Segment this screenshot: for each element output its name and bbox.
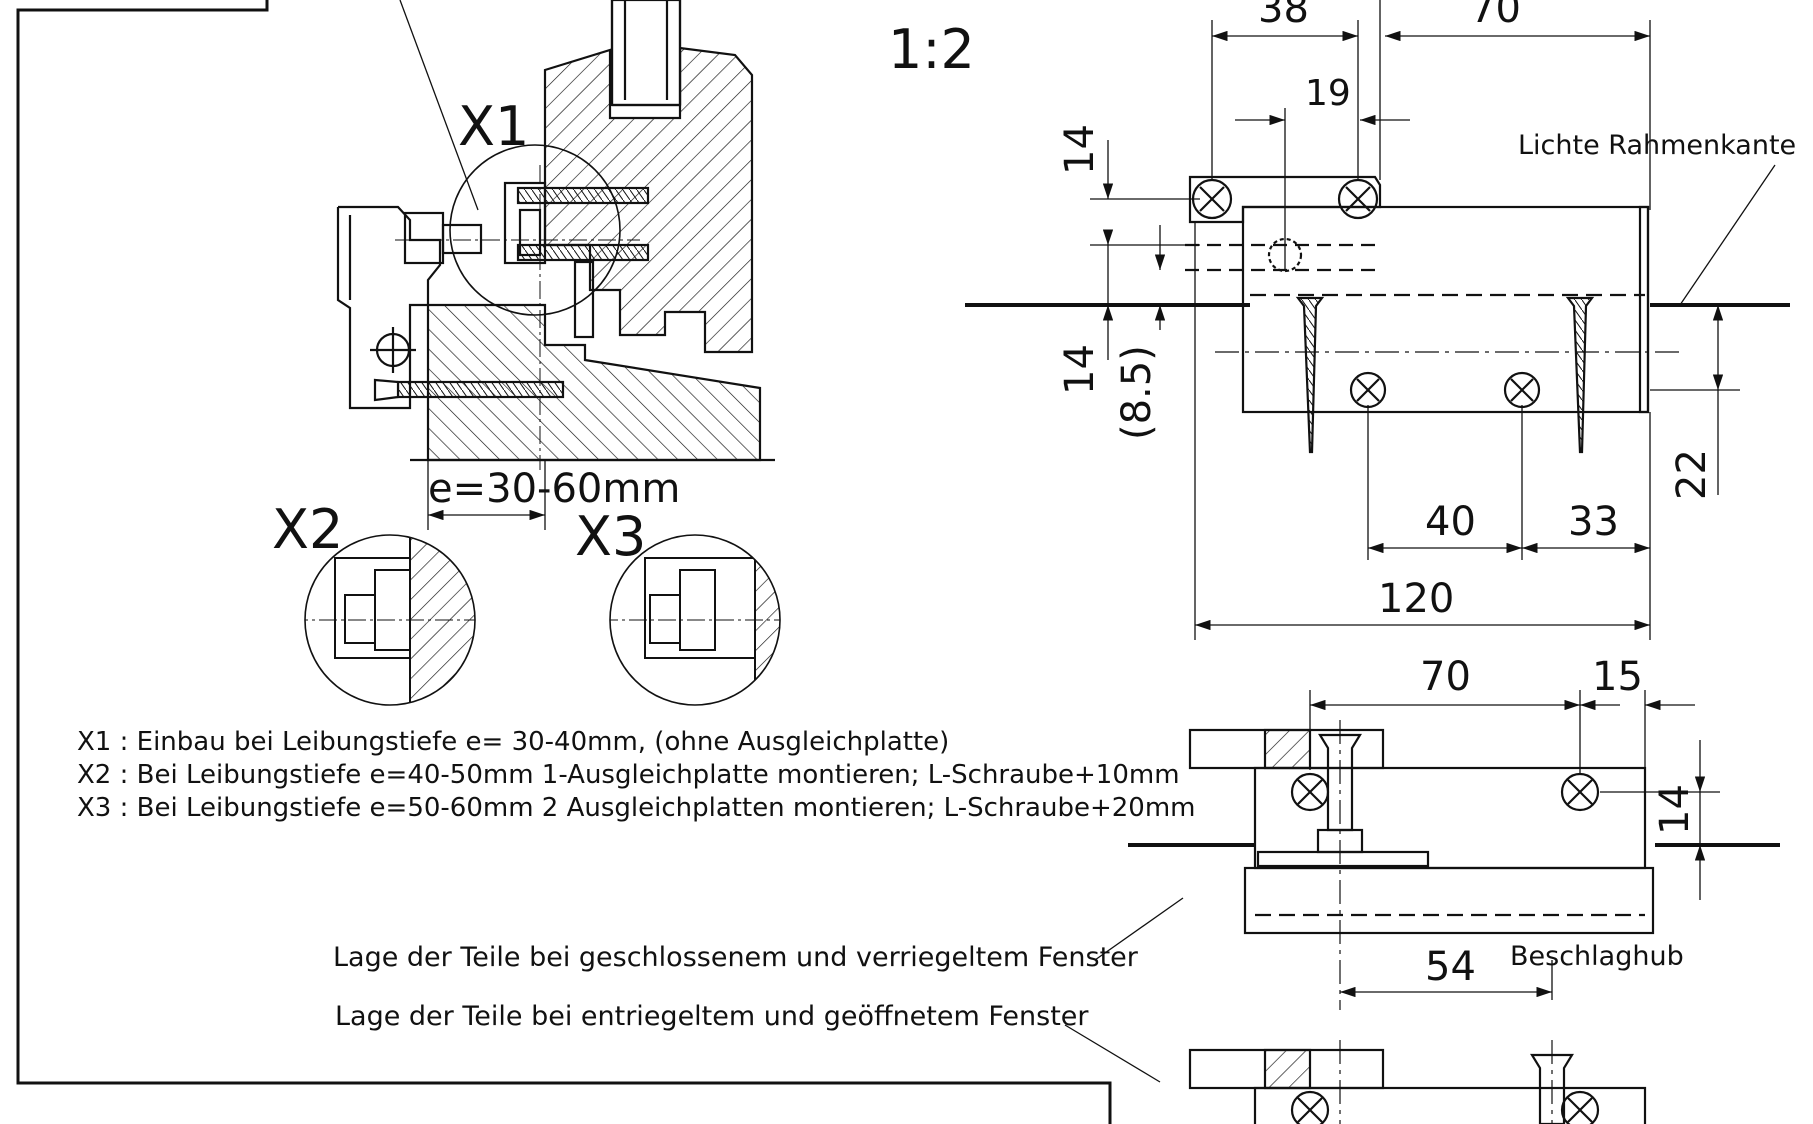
top-view-dimensions [1090,0,1740,640]
side-view-open [1064,1024,1647,1124]
beschlaghub-label: Beschlaghub [1510,941,1684,972]
dim-70-top: 70 [1470,0,1521,32]
scale-label: 1:2 [888,18,975,81]
dim-54: 54 [1425,944,1476,990]
detail-x3 [609,534,781,706]
dim-22: 22 [1669,449,1715,500]
dim-120: 120 [1378,576,1454,622]
dim-15: 15 [1592,654,1643,700]
section-view [336,0,775,530]
top-view [965,164,1790,454]
dim-14-lower: 14 [1057,344,1103,395]
side-view-closed-dimensions [1309,690,1720,1000]
frame [16,0,1112,1124]
dim-8-5: (8.5) [1114,345,1160,440]
detail-label-x3: X3 [575,505,646,568]
leibung-dimension: e=30-60mm [428,466,680,512]
open-position-label: Lage der Teile bei entriegeltem und geöf… [335,1001,1089,1032]
note-x3: X3 : Bei Leibungstiefe e=50-60mm 2 Ausgl… [77,793,1195,823]
dim-19: 19 [1305,73,1351,114]
dim-40: 40 [1425,499,1476,545]
lichte-rahmenkante-label: Lichte Rahmenkante [1518,130,1796,161]
dim-14-side: 14 [1652,784,1698,835]
detail-label-x1: X1 [458,95,529,158]
note-x2: X2 : Bei Leibungstiefe e=40-50mm 1-Ausgl… [77,760,1180,790]
closed-position-label: Lage der Teile bei geschlossenem und ver… [333,942,1139,973]
dim-33: 33 [1568,499,1619,545]
note-x1: X1 : Einbau bei Leibungstiefe e= 30-40mm… [77,727,949,757]
side-view-closed [1094,720,1780,1010]
dim-70-side: 70 [1420,654,1471,700]
dim-38: 38 [1258,0,1309,32]
detail-label-x2: X2 [272,498,343,561]
dim-14-upper: 14 [1057,124,1103,175]
